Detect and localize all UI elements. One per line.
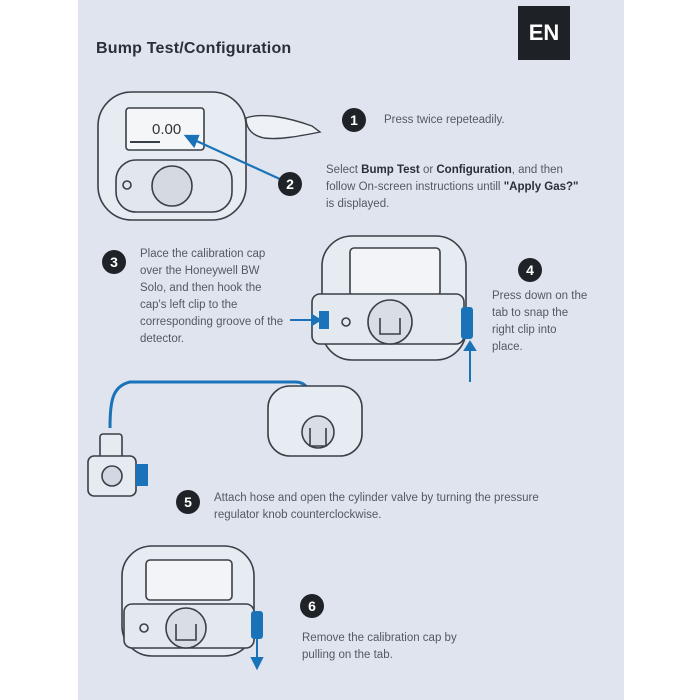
detector-with-cap-illustration	[121, 545, 255, 657]
step-number: 4	[518, 258, 542, 282]
step-text: Select Bump Test or Configuration, and t…	[326, 162, 584, 213]
device-display-value: 0.00	[152, 121, 181, 138]
detector-front-illustration	[97, 91, 247, 221]
configuration-option: Configuration	[436, 164, 512, 176]
step-number: 5	[176, 490, 200, 514]
calibration-cap-illustration	[311, 235, 467, 361]
step-number: 6	[300, 594, 324, 618]
step-text: Place the calibration cap over the Honey…	[140, 248, 284, 345]
step-number: 3	[102, 250, 126, 274]
gas-cylinder-icon	[87, 433, 148, 497]
step-text: Press twice repeteadily.	[384, 114, 505, 126]
step-number: 2	[278, 172, 302, 196]
arrow-icon	[183, 134, 283, 182]
step-text-part: or	[419, 164, 437, 176]
page-title: Bump Test/Configuration	[96, 40, 292, 57]
hand-icon	[245, 114, 322, 140]
apply-gas-prompt: "Apply Gas?"	[503, 181, 579, 193]
step-text: Press down on the tab to snap the right …	[492, 290, 588, 353]
step-text-part: is displayed.	[326, 198, 390, 210]
step-text-part: , and then follow On-screen instructions…	[326, 164, 563, 193]
step-text-part: Select	[326, 164, 362, 176]
step-number: 1	[342, 108, 366, 132]
step-text: Attach hose and open the cylinder valve …	[214, 492, 539, 521]
arrow-icon	[290, 307, 477, 382]
step-text: Remove the calibration cap by pulling on…	[302, 632, 457, 661]
bump-test-option: Bump Test	[361, 164, 420, 176]
calibration-cap-illustration	[267, 385, 363, 457]
arrow-icon	[250, 611, 264, 671]
language-badge: EN	[518, 6, 570, 60]
